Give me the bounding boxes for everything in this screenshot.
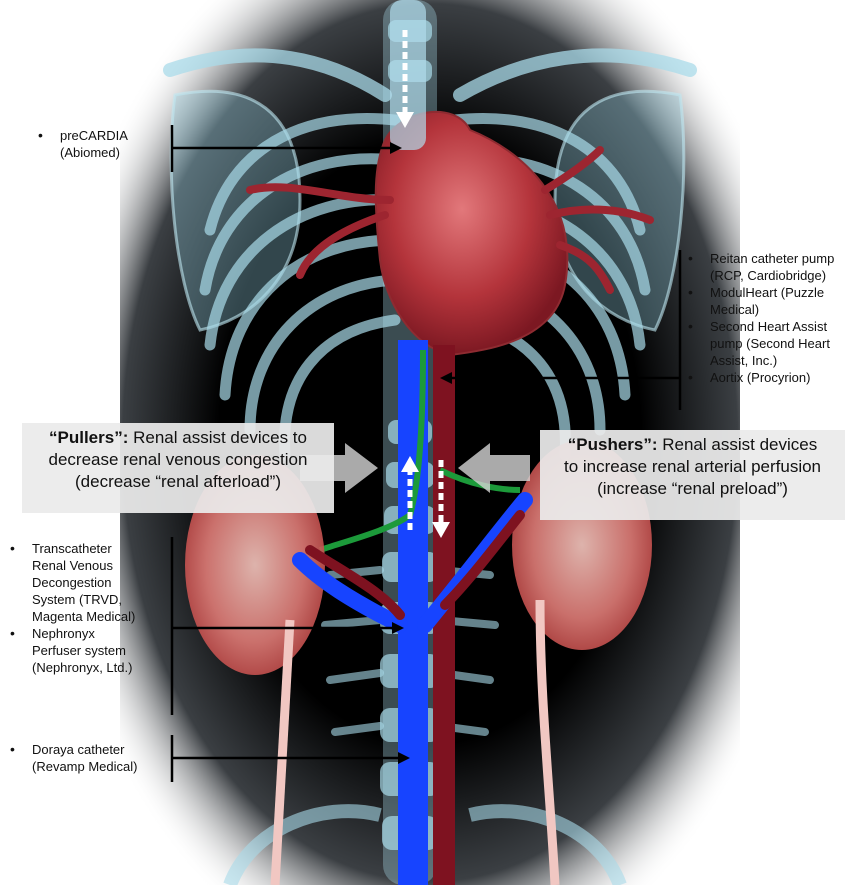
pullers-title: “Pullers”: xyxy=(49,428,128,447)
modulheart-text: ModulHeart (Puzzle Medical) xyxy=(710,284,824,318)
pushers-line3: (increase “renal preload”) xyxy=(546,478,839,500)
doraya-text: Doraya catheter (Revamp Medical) xyxy=(32,741,137,775)
pullers-line3: (decrease “renal afterload”) xyxy=(28,471,328,493)
pushers-panel: “Pushers”: Renal assist devices to incre… xyxy=(540,430,845,520)
pushers-line2: to increase renal arterial perfusion xyxy=(546,456,839,478)
pullers-line2: decrease renal venous congestion xyxy=(28,449,328,471)
reitan-pump-text: Reitan catheter pump (RCP, Cardiobridge) xyxy=(710,250,834,284)
superior-vena-cava xyxy=(390,0,426,150)
pushers-device-list: •Reitan catheter pump (RCP, Cardiobridge… xyxy=(688,250,848,386)
aortix-text: Aortix (Procyrion) xyxy=(710,369,810,386)
precardia-label: •preCARDIA (Abiomed) xyxy=(38,127,168,161)
precardia-text: preCARDIA (Abiomed) xyxy=(60,127,128,161)
second-heart-assist-text: Second Heart Assist pump (Second Heart A… xyxy=(710,318,830,369)
pullers-device-list: •Transcatheter Renal Venous Decongestion… xyxy=(10,540,168,676)
doraya-label: •Doraya catheter (Revamp Medical) xyxy=(10,741,170,775)
pullers-line1: Renal assist devices to xyxy=(133,428,307,447)
pushers-line1: Renal assist devices xyxy=(662,435,817,454)
nephronyx-text: Nephronyx Perfuser system (Nephronyx, Lt… xyxy=(32,625,132,676)
pullers-panel: “Pullers”: Renal assist devices to decre… xyxy=(22,423,334,513)
trvd-text: Transcatheter Renal Venous Decongestion … xyxy=(32,540,135,625)
pushers-title: “Pushers”: xyxy=(568,435,658,454)
